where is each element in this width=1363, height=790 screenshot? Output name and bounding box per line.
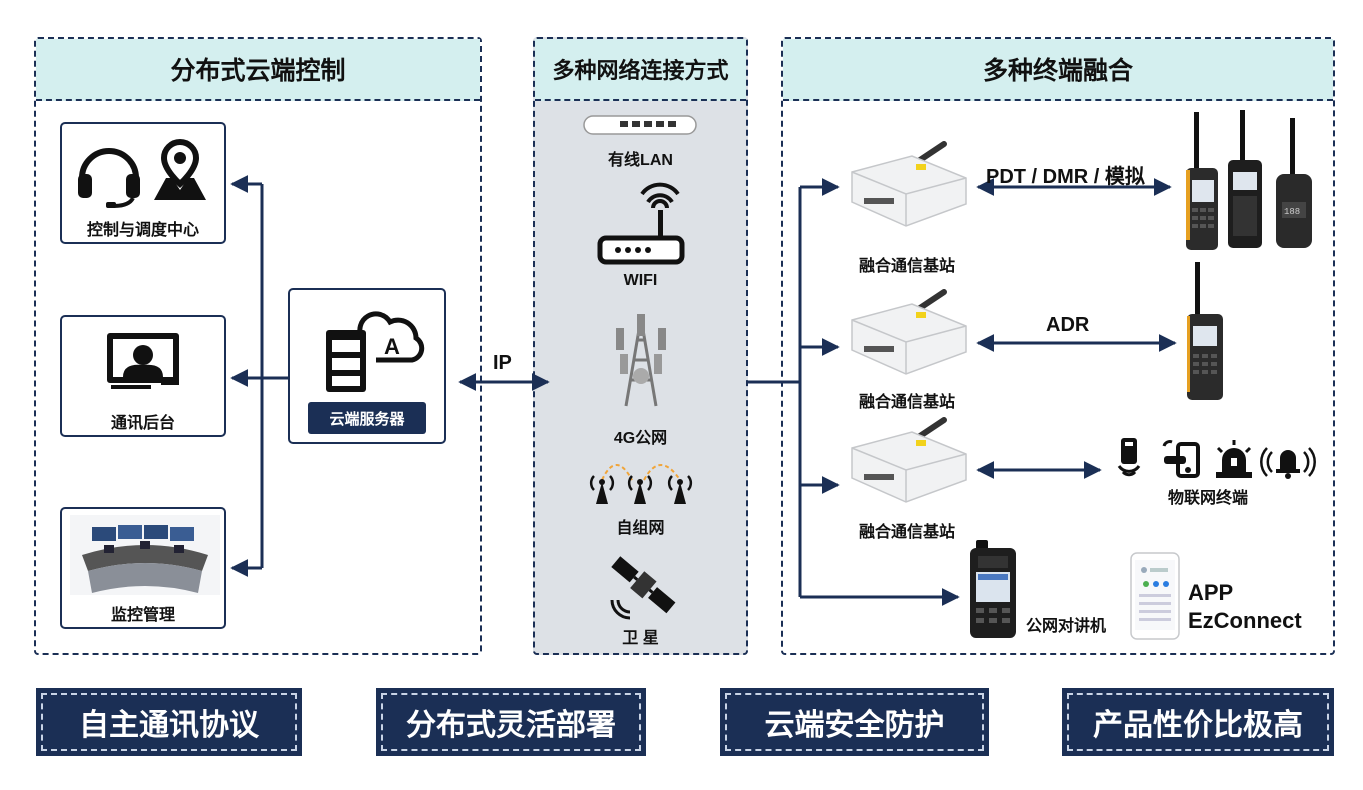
feature-banner-costperf: 产品性价比极高 [1062, 688, 1334, 756]
base-station-device-1 [851, 141, 967, 227]
alarm-siren-icon [1216, 440, 1252, 478]
left-panel: 分布式云端控制 [34, 37, 482, 655]
handheld-radio-adr-icon [1187, 262, 1223, 400]
network-wifi-label: WIFI [623, 272, 658, 289]
feature-banner-security: 云端安全防护 [720, 688, 989, 756]
lan-switch-icon [583, 115, 697, 135]
poc-radio-icon [970, 540, 1016, 638]
network-satellite-label: 卫 星 [622, 630, 659, 647]
server-badge-text: A [384, 334, 400, 359]
middle-panel: 多种网络连接方式 [533, 37, 748, 655]
app-name-line1: APP [1188, 580, 1234, 605]
network-lan-label: 有线LAN [608, 152, 673, 169]
cell-tower-icon [616, 314, 666, 407]
handheld-radios-icon: 188 [1186, 110, 1312, 250]
location-pin-icon [154, 138, 206, 200]
base-station-device-2 [851, 289, 967, 375]
cloud-server-box: A 云端服务器 [288, 288, 446, 444]
base-station-label-2: 融合通信基站 [858, 394, 955, 411]
dispatch-center-box: 控制与调度中心 [60, 122, 226, 244]
cloud-server-label: 云端服务器 [308, 402, 426, 434]
feature-banner-costperf-text: 产品性价比极高 [1093, 709, 1303, 742]
dispatch-center-label: 控制与调度中心 [86, 222, 199, 239]
smartphone-app-icon [1130, 552, 1180, 640]
bell-alert-icon [1260, 447, 1316, 479]
left-panel-title: 分布式云端控制 [36, 39, 480, 101]
feature-banner-deployment-text: 分布式灵活部署 [406, 709, 616, 742]
link-pdt-dmr-label: PDT / DMR / 模拟 [986, 166, 1145, 188]
link-adr-label: ADR [1046, 314, 1090, 336]
base-station-label-3: 融合通信基站 [858, 524, 955, 541]
app-name-line2: EzConnect [1188, 608, 1302, 633]
svg-text:188: 188 [1284, 207, 1300, 217]
wifi-router-icon [597, 182, 685, 265]
right-panel-title: 多种终端融合 [783, 39, 1333, 101]
feature-banner-deployment: 分布式灵活部署 [376, 688, 646, 756]
feature-banner-security-text: 云端安全防护 [764, 709, 945, 742]
right-panel: 多种终端融合 [781, 37, 1335, 655]
comm-backend-label: 通讯后台 [110, 415, 175, 432]
headset-icon [78, 148, 140, 208]
monitor-mgmt-box: 监控管理 [60, 507, 226, 629]
base-station-device-3 [851, 417, 967, 503]
poc-radio-label: 公网对讲机 [1026, 618, 1107, 635]
middle-panel-title: 多种网络连接方式 [535, 39, 746, 101]
satellite-icon [610, 556, 676, 620]
control-room-image [70, 515, 220, 595]
feature-banner-protocol-text: 自主通讯协议 [79, 709, 259, 742]
feature-banner-protocol: 自主通讯协议 [36, 688, 302, 756]
ip-link-label: IP [493, 352, 512, 374]
base-station-label-1: 融合通信基站 [858, 258, 955, 275]
iot-terminal-label: 物联网终端 [1168, 490, 1249, 507]
monitor-mgmt-label: 监控管理 [110, 607, 175, 624]
cloud-server-icon: A [326, 311, 425, 392]
iot-sensor-icon [1117, 438, 1141, 477]
comm-backend-box: 通讯后台 [60, 315, 226, 437]
smart-lock-icon [1162, 440, 1200, 478]
network-4g-label: 4G公网 [613, 430, 668, 447]
network-mesh-label: 自组网 [616, 520, 665, 537]
monitor-user-icon [107, 333, 179, 389]
mesh-antenna-icon [589, 464, 693, 504]
